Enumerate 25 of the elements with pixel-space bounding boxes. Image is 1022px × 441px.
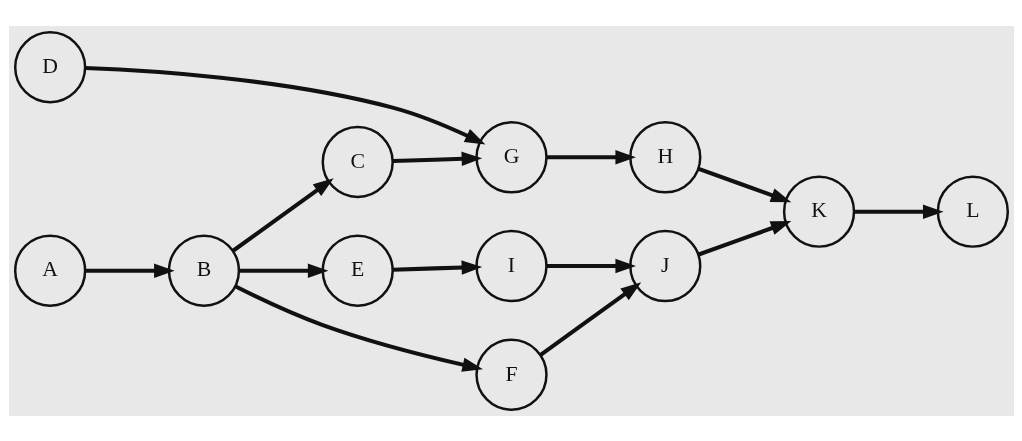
arrow (238, 263, 328, 278)
arrow (697, 220, 791, 256)
arrow (84, 263, 175, 278)
arrow (546, 258, 636, 273)
node-circle: B (167, 234, 240, 307)
node-circle: K (782, 175, 855, 248)
node-circle: A (13, 234, 86, 307)
node-circle: L (936, 175, 1009, 248)
node-circle: D (13, 30, 86, 103)
node-circle: G (474, 120, 548, 193)
arrow (392, 151, 482, 166)
arrow (84, 65, 485, 144)
arrow (539, 281, 641, 356)
node-circle: H (628, 120, 701, 193)
arrow (231, 177, 334, 252)
node-circle: F (474, 338, 548, 411)
node-circle: E (321, 234, 394, 307)
arrow (853, 204, 944, 219)
arrow (233, 283, 483, 372)
arrow (546, 149, 636, 164)
node-circle: C (321, 125, 394, 198)
arrow (392, 259, 482, 275)
node-circle: J (628, 229, 701, 302)
node-circle: I (474, 229, 548, 302)
arrow (697, 166, 791, 202)
